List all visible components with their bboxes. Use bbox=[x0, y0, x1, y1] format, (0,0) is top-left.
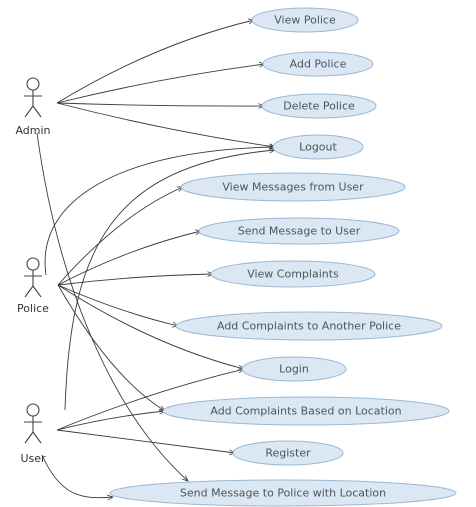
stick-figure-icon bbox=[24, 77, 42, 118]
use-case-add-complaints-ap: Add Complaints to Another Police bbox=[175, 311, 443, 341]
use-case-register: Register bbox=[232, 440, 344, 466]
association-user-send_msg_police bbox=[41, 454, 113, 498]
use-case-ellipse bbox=[261, 93, 377, 119]
use-case-ellipse bbox=[180, 172, 406, 202]
actor-label: Admin bbox=[15, 124, 50, 137]
association-user-register bbox=[56, 429, 235, 453]
association-police-view_complaints bbox=[57, 274, 213, 286]
use-case-label: View Police bbox=[274, 14, 336, 27]
use-case-label: Add Police bbox=[290, 58, 347, 71]
use-case-send-msg-user: Send Message to User bbox=[198, 217, 400, 245]
use-case-add-complaints-loc: Add Complaints Based on Location bbox=[162, 396, 450, 426]
use-case-logout: Logout bbox=[272, 134, 364, 160]
use-case-ellipse bbox=[241, 356, 347, 382]
use-case-label: Send Message to Police with Location bbox=[180, 487, 386, 500]
actor-label: Police bbox=[17, 302, 49, 315]
association-admin-delete_police bbox=[56, 102, 264, 106]
use-case-ellipse bbox=[272, 134, 364, 160]
association-police-view_messages bbox=[57, 187, 183, 286]
use-case-ellipse bbox=[251, 7, 359, 33]
use-case-ellipse bbox=[262, 51, 374, 77]
use-case-ellipse bbox=[175, 311, 443, 341]
use-case-view-complaints: View Complaints bbox=[210, 260, 376, 288]
actor-police: Police bbox=[17, 257, 49, 315]
use-case-ellipse bbox=[109, 479, 457, 507]
association-police-send_msg_user bbox=[57, 231, 201, 286]
use-case-ellipse bbox=[210, 260, 376, 288]
use-case-delete-police: Delete Police bbox=[261, 93, 377, 119]
use-case-label: View Messages from User bbox=[222, 181, 364, 194]
use-case-label: Add Complaints Based on Location bbox=[210, 405, 401, 418]
actor-label: User bbox=[20, 452, 46, 465]
use-case-label: View Complaints bbox=[247, 268, 339, 281]
association-police-add_complaints_ap bbox=[57, 284, 178, 326]
use-case-view-messages: View Messages from User bbox=[180, 172, 406, 202]
association-admin-send_msg_police bbox=[36, 132, 188, 481]
associations bbox=[36, 20, 275, 498]
actor-user: User bbox=[20, 403, 46, 465]
stick-figure-icon bbox=[24, 257, 42, 298]
actor-admin: Admin bbox=[15, 77, 51, 137]
association-admin-view_police bbox=[56, 20, 254, 104]
association-admin-add_police bbox=[56, 64, 265, 104]
use-case-ellipse bbox=[232, 440, 344, 466]
use-case-label: Register bbox=[265, 447, 311, 460]
use-case-label: Add Complaints to Another Police bbox=[217, 320, 401, 333]
use-case-label: Logout bbox=[299, 141, 337, 154]
use-case-ellipse bbox=[162, 396, 450, 426]
association-police-login bbox=[57, 284, 244, 369]
use-case-add-police: Add Police bbox=[262, 51, 374, 77]
use-case-label: Send Message to User bbox=[238, 225, 361, 238]
use-case-login: Login bbox=[241, 356, 347, 382]
stick-figure-icon bbox=[24, 403, 42, 444]
association-user-login bbox=[56, 369, 244, 431]
use-case-send-msg-police: Send Message to Police with Location bbox=[109, 479, 457, 507]
use-case-label: Delete Police bbox=[283, 100, 355, 113]
association-user-logout bbox=[64, 150, 275, 411]
association-police-logout bbox=[44, 147, 275, 276]
use-case-view-police: View Police bbox=[251, 7, 359, 33]
association-police-add_complaints_loc bbox=[57, 284, 165, 411]
use-case-label: Login bbox=[279, 363, 309, 376]
association-admin-logout bbox=[56, 102, 275, 147]
use-case-ellipse bbox=[198, 217, 400, 245]
association-user-add_complaints_loc bbox=[56, 411, 165, 431]
